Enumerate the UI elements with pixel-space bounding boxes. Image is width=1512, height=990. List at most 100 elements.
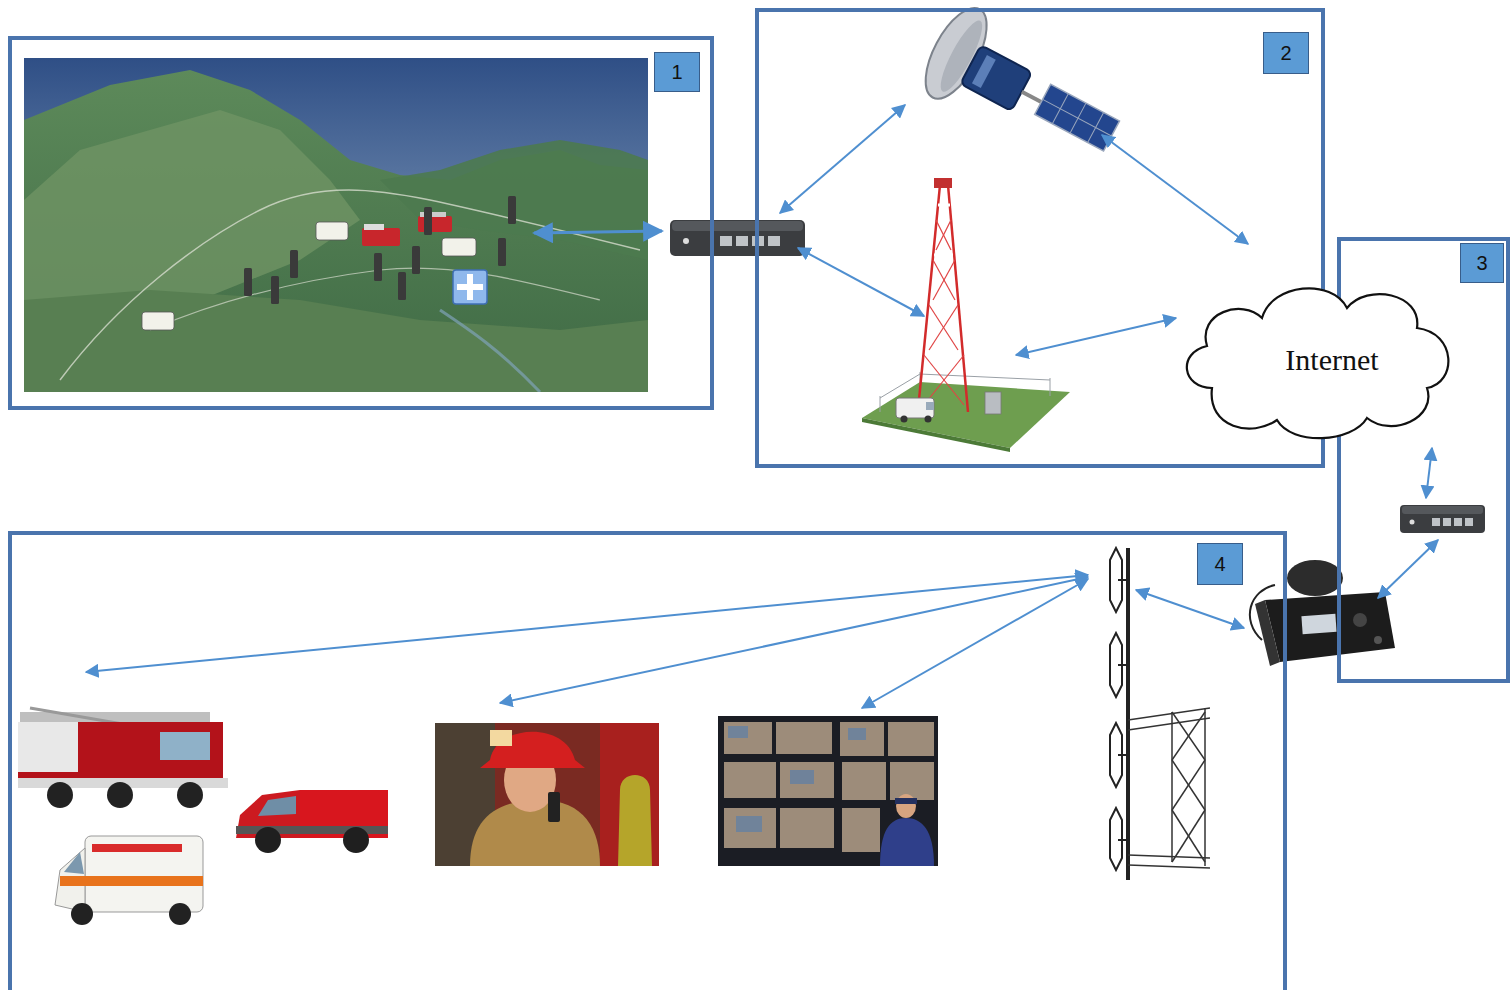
art-rect <box>60 876 203 886</box>
art-rect <box>1400 505 1485 533</box>
art-line <box>918 185 940 410</box>
section-box: 1 <box>8 36 714 410</box>
art-line <box>780 105 905 213</box>
number-tag: 1 <box>654 52 700 92</box>
art-line <box>1118 664 1128 666</box>
art-line <box>1128 865 1210 868</box>
satellite <box>913 0 1135 180</box>
art-line <box>1426 448 1432 498</box>
art-ellipse <box>896 794 916 818</box>
art-rect <box>848 728 866 740</box>
art-line <box>1118 754 1128 756</box>
art-line <box>798 248 924 316</box>
callout-number: 1 <box>671 62 682 82</box>
art-circle <box>169 903 191 925</box>
art-line <box>1172 760 1205 810</box>
art-circle <box>47 782 73 808</box>
art-rect <box>548 792 560 822</box>
art-line <box>1171 712 1173 862</box>
art-rect <box>600 723 659 866</box>
art-line <box>934 254 953 257</box>
art-line <box>1126 548 1130 880</box>
cloud-label: Internet <box>1255 339 1378 377</box>
art-rect <box>398 272 406 300</box>
number-tag: 4 <box>1197 543 1243 585</box>
art-rect <box>18 722 78 772</box>
art-rect <box>364 224 384 230</box>
art-rect <box>1035 84 1120 151</box>
art-line <box>938 204 950 207</box>
art-circle <box>107 782 133 808</box>
art-line <box>1128 718 1210 730</box>
art-rect <box>1454 518 1462 526</box>
art-rect <box>442 238 476 256</box>
art-path <box>60 190 640 380</box>
art-line <box>936 220 951 250</box>
art-line <box>1172 712 1205 760</box>
art-rect <box>316 222 348 240</box>
art-line <box>1172 810 1205 862</box>
art-rect <box>20 712 210 722</box>
art-rect <box>672 221 803 231</box>
art-line <box>1118 839 1128 841</box>
art-path <box>618 775 652 866</box>
callout-number: 3 <box>1476 253 1487 273</box>
art-circle <box>255 827 281 853</box>
art-line <box>936 220 951 250</box>
art-rect <box>776 722 832 754</box>
art-rect <box>1021 90 1042 104</box>
art-rect <box>890 762 934 800</box>
art-circle <box>1374 636 1382 644</box>
art-line <box>948 185 968 412</box>
art-polygon <box>1255 600 1280 666</box>
mobile-radio <box>1250 560 1395 666</box>
art-circle <box>925 416 932 423</box>
art-rect <box>1301 614 1336 634</box>
art-polygon <box>24 290 648 392</box>
art-circle <box>71 903 93 925</box>
art-rect <box>736 816 762 832</box>
art-g <box>930 205 957 302</box>
art-rect <box>840 722 884 756</box>
art-rect <box>718 716 938 866</box>
callout-number: 2 <box>1280 43 1291 63</box>
art-rect <box>18 722 223 782</box>
art-rect <box>290 250 298 278</box>
art-line <box>1204 708 1206 866</box>
radio-icons <box>244 196 516 304</box>
medical-post-icon <box>453 270 487 304</box>
art-rect <box>244 268 252 296</box>
art-line <box>86 575 1088 672</box>
cloud-shape <box>1187 288 1449 438</box>
art-line <box>1172 810 1205 862</box>
art-line <box>880 374 920 398</box>
art-g <box>728 726 866 832</box>
art-line <box>1043 99 1112 136</box>
art-rect <box>424 207 432 235</box>
art-path <box>880 818 934 866</box>
art-circle <box>177 782 203 808</box>
art-line <box>930 301 957 304</box>
art-circle <box>1410 520 1415 525</box>
art-line <box>1128 708 1210 720</box>
art-circle <box>683 238 689 244</box>
art-line <box>862 579 1088 708</box>
art-g <box>1128 708 1210 868</box>
terrain-map <box>24 58 648 392</box>
art-rect <box>92 844 182 852</box>
art-rect <box>1465 518 1473 526</box>
art-rect <box>985 392 1001 414</box>
art-line <box>1128 855 1210 858</box>
art-line <box>1172 760 1205 810</box>
control-room-photo <box>718 716 938 866</box>
art-g <box>918 185 968 412</box>
art-rect <box>842 762 886 800</box>
art-rect <box>1443 518 1451 526</box>
art-line <box>1172 712 1205 760</box>
router <box>1400 505 1485 533</box>
number-tag: 3 <box>1460 243 1504 283</box>
art-rect <box>508 196 516 224</box>
art-rect <box>435 723 659 866</box>
art-polygon <box>258 796 296 816</box>
